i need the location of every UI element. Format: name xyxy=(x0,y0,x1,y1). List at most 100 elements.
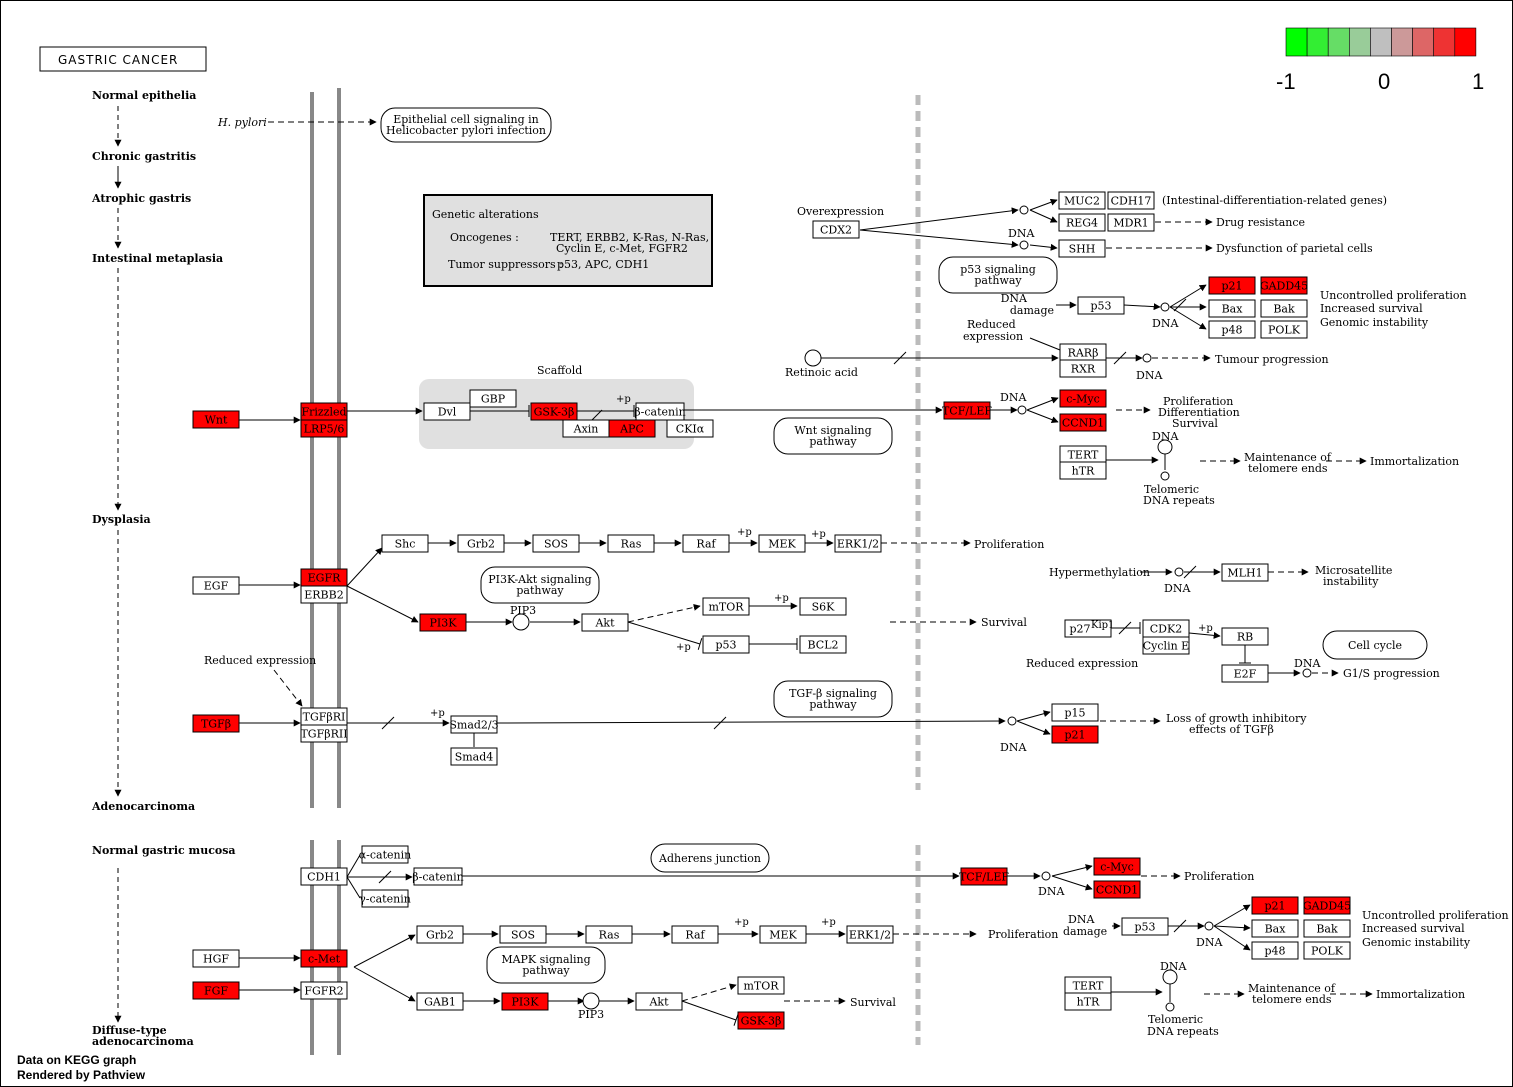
gene-node-p53[interactable]: p53 xyxy=(1077,296,1125,315)
gene-node-mek[interactable]: MEK xyxy=(759,925,807,944)
gene-node-tcflef[interactable]: TCF/LEF xyxy=(959,867,1009,886)
gene-node-p48[interactable]: p48 xyxy=(1208,320,1256,339)
gene-node-mtor[interactable]: mTOR xyxy=(702,597,750,616)
gene-node-gadd45[interactable]: GADD45 xyxy=(1260,276,1308,295)
gene-node-tgfb[interactable]: TGFβ xyxy=(192,714,240,733)
gene-node-gsk3b[interactable]: GSK-3β xyxy=(530,402,578,421)
gene-node-mlh1[interactable]: MLH1 xyxy=(1221,563,1269,582)
gene-node-rb[interactable]: RB xyxy=(1221,627,1269,646)
gene-node-bcatenin[interactable]: β-catenin xyxy=(412,867,464,886)
gene-node-pi3k[interactable]: PI3K xyxy=(419,613,467,632)
gene-node-mdr1[interactable]: MDR1 xyxy=(1107,213,1155,232)
gene-node-tgfbrii[interactable]: TGFβRII xyxy=(300,724,348,743)
gene-label: mTOR xyxy=(708,601,744,614)
gene-node-htr[interactable]: hTR xyxy=(1059,461,1107,480)
gene-node-grb2[interactable]: Grb2 xyxy=(416,925,464,944)
gene-node-e2f[interactable]: E2F xyxy=(1221,664,1269,683)
gene-node-hgf[interactable]: HGF xyxy=(192,949,240,968)
gene-node-polk[interactable]: POLK xyxy=(1303,941,1351,960)
gene-node-egfr[interactable]: EGFR xyxy=(300,568,348,587)
gene-node-cdh17[interactable]: CDH17 xyxy=(1107,191,1155,210)
gene-node-akt[interactable]: Akt xyxy=(635,992,683,1011)
gene-node-cdx2[interactable]: CDX2 xyxy=(812,220,860,239)
gene-node-mtor[interactable]: mTOR xyxy=(737,976,785,995)
gene-node-rxr[interactable]: RXR xyxy=(1059,359,1107,378)
gene-node-p15[interactable]: p15 xyxy=(1051,703,1099,722)
gene-node-p53[interactable]: p53 xyxy=(702,635,750,654)
gene-node-ras[interactable]: Ras xyxy=(585,925,633,944)
gene-node-cdk2[interactable]: CDK2 xyxy=(1142,619,1190,638)
gene-node-ckia[interactable]: CKIα xyxy=(666,419,714,438)
gene-node-cycline[interactable]: Cyclin E xyxy=(1142,636,1190,655)
gene-node-bax[interactable]: Bax xyxy=(1251,919,1299,938)
pathway-link-hpylori[interactable]: Epithelial cell signaling inHelicobacter… xyxy=(380,107,552,143)
gene-node-fgf[interactable]: FGF xyxy=(192,981,240,1000)
gene-node-cmyc[interactable]: c-Myc xyxy=(1059,389,1107,408)
gene-node-erbb2[interactable]: ERBB2 xyxy=(300,585,348,604)
gene-node-polk[interactable]: POLK xyxy=(1260,320,1308,339)
gene-node-tgfbri[interactable]: TGFβRI xyxy=(300,707,348,726)
gene-node-raf[interactable]: Raf xyxy=(682,534,730,553)
telomeric2-label-1: Telomeric xyxy=(1148,1013,1203,1026)
gene-node-reg4[interactable]: REG4 xyxy=(1058,213,1106,232)
gene-node-lrp56[interactable]: LRP5/6 xyxy=(300,419,348,438)
gene-node-dvl[interactable]: Dvl xyxy=(423,402,471,421)
gene-node-grb2[interactable]: Grb2 xyxy=(457,534,505,553)
gene-node-shh[interactable]: SHH xyxy=(1058,239,1106,258)
gene-node-erk12[interactable]: ERK1/2 xyxy=(834,534,882,553)
gene-node-smad4[interactable]: Smad4 xyxy=(450,747,498,766)
gene-node-bcl2[interactable]: BCL2 xyxy=(799,635,847,654)
gene-node-smad23[interactable]: Smad2/3 xyxy=(449,715,499,734)
gene-node-p21[interactable]: p21 xyxy=(1051,725,1099,744)
gene-node-muc2[interactable]: MUC2 xyxy=(1058,191,1106,210)
gene-node-gsk3b[interactable]: GSK-3β xyxy=(737,1011,785,1030)
gene-node-p53[interactable]: p53 xyxy=(1121,917,1169,936)
gene-node-apc[interactable]: APC xyxy=(608,419,656,438)
gene-node-tert[interactable]: TERT xyxy=(1064,976,1112,995)
gene-node-wnt[interactable]: Wnt xyxy=(192,410,240,429)
gene-node-p21[interactable]: p21 xyxy=(1251,896,1299,915)
gene-node-akt[interactable]: Akt xyxy=(581,613,629,632)
gene-node-bax[interactable]: Bax xyxy=(1208,299,1256,318)
gene-node-bcatenin[interactable]: β-catenin xyxy=(634,402,686,421)
gene-node-p21[interactable]: p21 xyxy=(1208,276,1256,295)
pathway-link-adherens[interactable]: Adherens junction xyxy=(650,843,770,873)
gene-node-gbp[interactable]: GBP xyxy=(469,389,517,408)
gene-node-axin[interactable]: Axin xyxy=(562,419,610,438)
gene-node-rarb[interactable]: RARβ xyxy=(1059,343,1107,362)
gene-node-fgfr2[interactable]: FGFR2 xyxy=(300,981,348,1000)
gene-node-bak[interactable]: Bak xyxy=(1260,299,1308,318)
gene-node-gab1[interactable]: GAB1 xyxy=(416,992,464,1011)
pathway-link-cellcycle[interactable]: Cell cycle xyxy=(1322,630,1428,660)
gene-node-erk12[interactable]: ERK1/2 xyxy=(846,925,894,944)
gene-node-egf[interactable]: EGF xyxy=(192,576,240,595)
gene-node-sos[interactable]: SOS xyxy=(532,534,580,553)
gene-node-ccnd1[interactable]: CCND1 xyxy=(1059,413,1107,432)
gene-node-tert[interactable]: TERT xyxy=(1059,445,1107,464)
gene-node-cdh1[interactable]: CDH1 xyxy=(300,867,348,886)
gene-node-ccnd1[interactable]: CCND1 xyxy=(1093,880,1141,899)
gene-node-shc[interactable]: Shc xyxy=(381,534,429,553)
gene-node-frizzled[interactable]: Frizzled xyxy=(300,402,348,421)
gene-node-tcflef[interactable]: TCF/LEF xyxy=(942,401,992,420)
gene-node-s6k[interactable]: S6K xyxy=(799,597,847,616)
gene-node-p27[interactable]: p27 xyxy=(1064,619,1112,638)
gene-node-acatenin[interactable]: α-catenin xyxy=(359,845,411,864)
gene-node-sos[interactable]: SOS xyxy=(499,925,547,944)
gene-node-gcatenin[interactable]: γ-catenin xyxy=(359,889,411,908)
gene-node-htr[interactable]: hTR xyxy=(1064,992,1112,1011)
gene-node-mek[interactable]: MEK xyxy=(758,534,806,553)
gene-node-raf[interactable]: Raf xyxy=(671,925,719,944)
gene-node-cmet[interactable]: c-Met xyxy=(300,949,348,968)
gene-node-gadd45[interactable]: GADD45 xyxy=(1303,896,1351,915)
gene-node-pi3k[interactable]: PI3K xyxy=(501,992,549,1011)
gene-node-ras[interactable]: Ras xyxy=(607,534,655,553)
gene-node-cmyc[interactable]: c-Myc xyxy=(1093,857,1141,876)
gene-node-p48[interactable]: p48 xyxy=(1251,941,1299,960)
gene-node-bak[interactable]: Bak xyxy=(1303,919,1351,938)
